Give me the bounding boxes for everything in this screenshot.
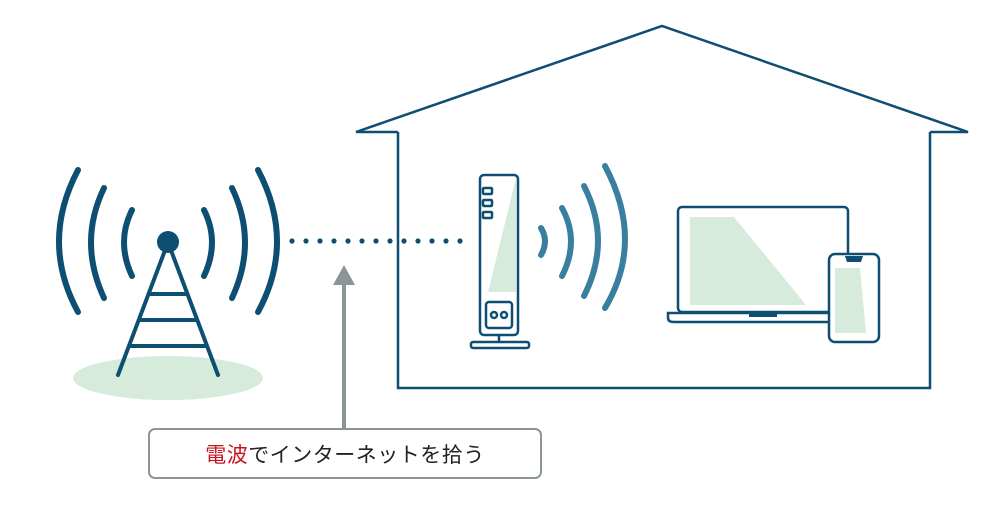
caption-highlight: 電波: [205, 442, 249, 467]
router-signal-waves: [538, 163, 628, 311]
tower-signal-waves: [56, 167, 280, 315]
smartphone-icon: [827, 252, 881, 344]
caption-text: でインターネットを拾う: [248, 442, 485, 467]
pointer-arrow-icon: [333, 265, 355, 428]
house-outline: [355, 24, 969, 390]
tower-ground-shadow: [73, 356, 263, 400]
router-base: [469, 340, 531, 350]
wireless-link-dots: [289, 238, 463, 244]
router-icon: [469, 163, 628, 350]
caption-box: 電波でインターネットを拾う: [148, 428, 542, 479]
cell-tower-icon: [56, 167, 280, 400]
laptop-icon: [666, 205, 860, 324]
tower-antenna-head: [157, 231, 179, 253]
